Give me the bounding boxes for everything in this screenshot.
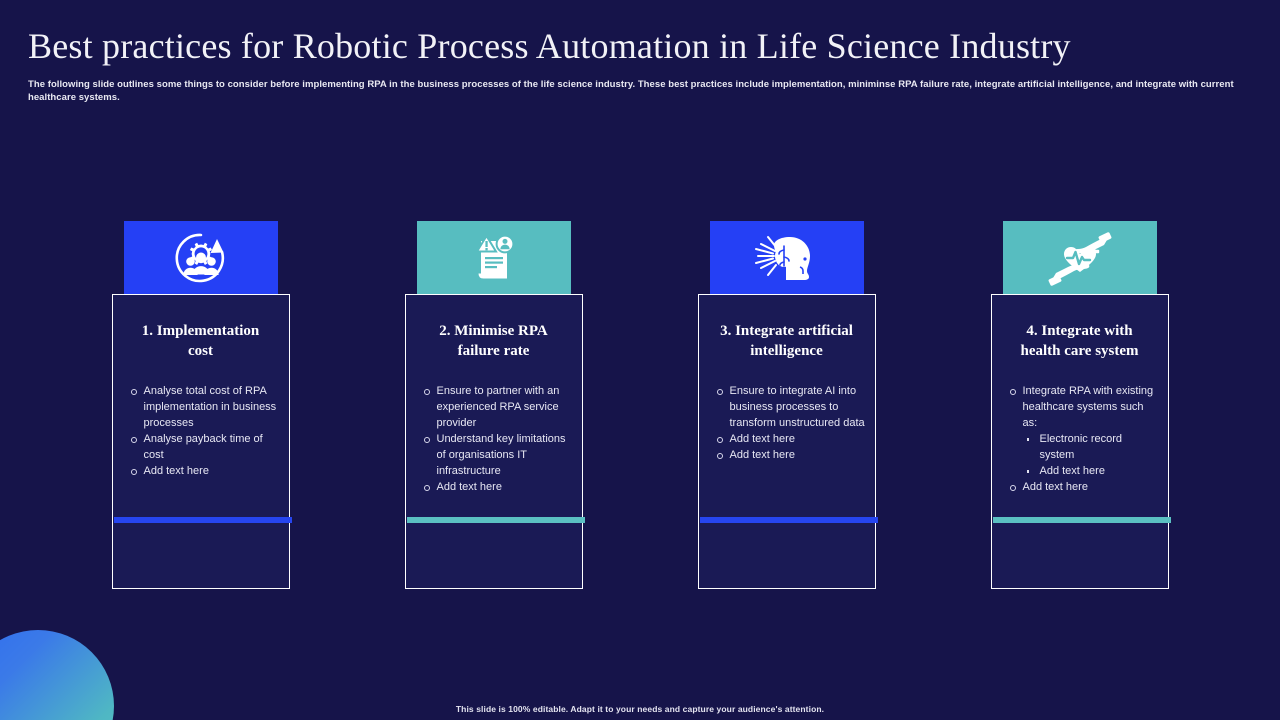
card-body-2: 2. Minimise RPA failure rate Ensure to p… xyxy=(404,294,583,589)
slide-footer-note: This slide is 100% editable. Adapt it to… xyxy=(455,704,825,714)
card-bullet-list-2: Ensure to partner with an experienced RP… xyxy=(415,383,573,495)
card-banner-2 xyxy=(416,221,571,311)
list-item: Add text here xyxy=(708,447,866,463)
page-title: Best practices for Robotic Process Autom… xyxy=(28,26,1071,66)
card-banner-1 xyxy=(123,221,278,311)
gear-people-refresh-icon xyxy=(170,230,232,288)
sub-list-item: Add text here xyxy=(1023,463,1159,479)
list-item: Analyse total cost of RPA implementation… xyxy=(122,383,280,431)
card-body-1: 1. Implementation cost Analyse total cos… xyxy=(111,294,290,589)
card-sub-bullet-list-4: Electronic record system Add text here xyxy=(1023,431,1159,479)
list-item: Add text here xyxy=(415,479,573,495)
hands-heart-care-icon xyxy=(1045,230,1115,288)
list-item: Add text here xyxy=(122,463,280,479)
ai-head-brain-icon xyxy=(750,233,824,285)
sub-list-item: Electronic record system xyxy=(1023,431,1159,463)
card-integrate-with-health-care-system[interactable]: 4. Integrate with health care system Int… xyxy=(990,221,1171,589)
list-item: Analyse payback time of cost xyxy=(122,431,280,463)
card-bullet-list-4: Integrate RPA with existing healthcare s… xyxy=(1001,383,1159,495)
document-warning-user-icon xyxy=(465,230,523,288)
card-minimise-rpa-failure-rate[interactable]: 2. Minimise RPA failure rate Ensure to p… xyxy=(404,221,585,589)
card-accent-bar-4 xyxy=(992,517,1171,523)
card-body-4: 4. Integrate with health care system Int… xyxy=(990,294,1169,589)
slide-subtitle: The following slide outlines some things… xyxy=(28,79,1234,103)
card-implementation-cost[interactable]: 1. Implementation cost Analyse total cos… xyxy=(111,221,292,589)
card-title-4: 4. Integrate with health care system xyxy=(1020,323,1139,359)
card-title-3: 3. Integrate artificial intelligence xyxy=(720,323,853,359)
list-item: Integrate RPA with existing healthcare s… xyxy=(1001,383,1159,479)
slide-header: Best practices for Robotic Process Autom… xyxy=(28,24,1252,104)
list-item: Ensure to integrate AI into business pro… xyxy=(708,383,866,431)
card-title-1: 1. Implementation cost xyxy=(141,323,260,359)
card-title-2: 2. Minimise RPA failure rate xyxy=(439,323,548,359)
list-item-label: Integrate RPA with existing healthcare s… xyxy=(1022,385,1154,429)
card-accent-bar-3 xyxy=(699,517,878,523)
card-body-3: 3. Integrate artificial intelligence Ens… xyxy=(697,294,876,589)
card-integrate-artificial-intelligence[interactable]: 3. Integrate artificial intelligence Ens… xyxy=(697,221,878,589)
list-item: Add text here xyxy=(708,431,866,447)
list-item: Add text here xyxy=(1001,479,1159,495)
card-banner-3 xyxy=(709,221,864,311)
list-item: Understand key limitations of organisati… xyxy=(415,431,573,479)
card-banner-4 xyxy=(1002,221,1157,311)
card-accent-bar-2 xyxy=(406,517,585,523)
list-item: Ensure to partner with an experienced RP… xyxy=(415,383,573,431)
card-accent-bar-1 xyxy=(113,517,292,523)
card-bullet-list-3: Ensure to integrate AI into business pro… xyxy=(708,383,866,463)
best-practices-card-row: 1. Implementation cost Analyse total cos… xyxy=(0,221,1280,589)
card-bullet-list-1: Analyse total cost of RPA implementation… xyxy=(122,383,280,479)
